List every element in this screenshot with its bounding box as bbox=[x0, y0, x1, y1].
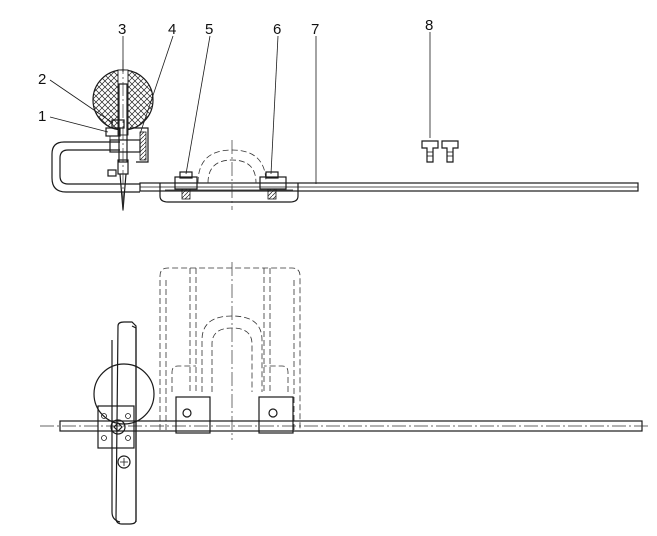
screws-8 bbox=[421, 140, 459, 163]
needle-shaft bbox=[117, 60, 129, 212]
mount-block-plan bbox=[97, 405, 135, 469]
plan-view bbox=[40, 262, 650, 525]
leader-lines bbox=[49, 32, 431, 184]
callout-5: 5 bbox=[205, 21, 213, 38]
bracket-4 bbox=[130, 127, 149, 163]
knob-plan bbox=[93, 363, 155, 425]
hidden-foot-arch bbox=[197, 140, 267, 210]
presser-foot-plan bbox=[159, 262, 301, 440]
callout-2: 2 bbox=[38, 71, 46, 88]
clamp-plan-6 bbox=[258, 396, 294, 434]
clamp-plan-5 bbox=[175, 396, 211, 434]
base-plate-side bbox=[159, 183, 299, 203]
clamp-block-6 bbox=[259, 171, 287, 200]
block-under-arm bbox=[107, 139, 141, 177]
c-arm bbox=[51, 141, 140, 193]
callout-8: 8 bbox=[425, 17, 433, 34]
callout-1: 1 bbox=[38, 108, 46, 125]
callout-4: 4 bbox=[168, 21, 176, 38]
adjust-knob bbox=[92, 69, 154, 136]
guide-bar-plan bbox=[40, 420, 650, 432]
guide-bar-side bbox=[139, 182, 639, 192]
callout-labels: 1 2 3 4 5 6 7 8 bbox=[38, 17, 433, 125]
side-view bbox=[49, 32, 639, 212]
callout-3: 3 bbox=[118, 21, 126, 38]
callout-6: 6 bbox=[273, 21, 281, 38]
clamp-block-5 bbox=[174, 171, 198, 200]
callout-7: 7 bbox=[311, 21, 319, 38]
guide-plate-plan bbox=[111, 321, 137, 525]
